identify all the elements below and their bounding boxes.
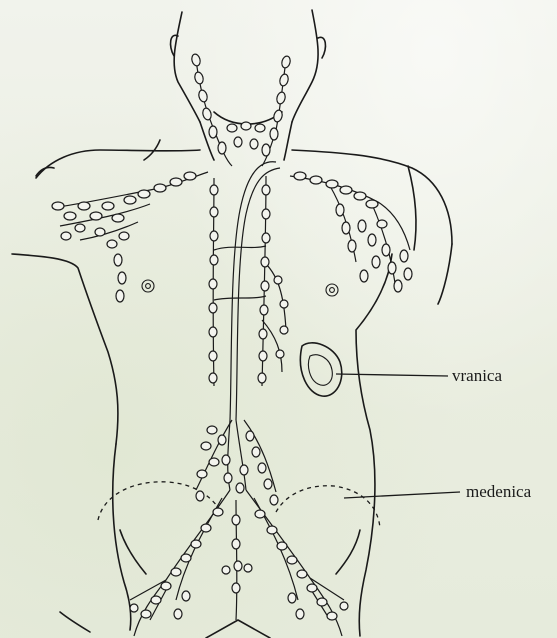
spleen-leader-line	[336, 374, 448, 376]
lymph-nodes-right-axillary	[294, 172, 412, 292]
lymph-nodes-left-axillary	[52, 172, 196, 302]
thoracic-duct	[228, 162, 280, 490]
pelvis-outline	[98, 482, 380, 574]
pelvis-leader-line	[344, 492, 460, 498]
nipple-left	[142, 280, 154, 292]
pelvis-label: medenica	[466, 482, 531, 502]
lymph-nodes-iliac-inguinal	[130, 508, 348, 620]
torso-outline	[12, 140, 452, 636]
nipple-right	[326, 284, 338, 296]
neck-outline	[171, 10, 326, 160]
lymph-nodes-parasternal	[209, 185, 288, 383]
spleen-label: vranica	[452, 366, 502, 386]
chevron-up-icon[interactable]	[206, 620, 270, 638]
spleen-organ	[300, 343, 341, 396]
